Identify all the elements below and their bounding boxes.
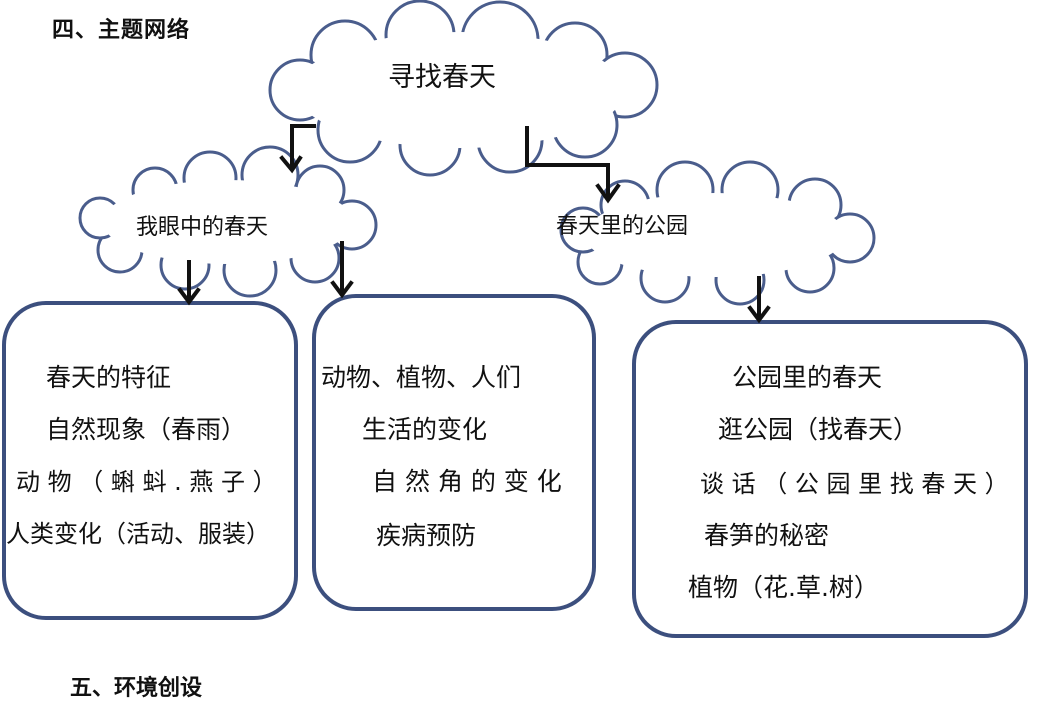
box3-line-1: 公园里的春天 — [732, 363, 883, 392]
box2-line-1: 动物、植物、人们 — [321, 363, 522, 392]
box3-line-3: 谈 话 （ 公 园 里 找 春 天 ） — [700, 470, 1009, 498]
section-heading: 四、主题网络 — [52, 18, 191, 43]
arrowhead-box3 — [747, 305, 771, 324]
box3-line-5: 植物（花.草.树） — [688, 573, 879, 602]
box2-line-2: 生活的变化 — [362, 415, 488, 444]
box3-line-2: 逛公园（找春天） — [718, 415, 919, 444]
box1-line-2: 自然现象（春雨） — [46, 415, 247, 444]
root-topic-cloud — [268, 0, 659, 177]
box3-line-4: 春笋的秘密 — [704, 521, 830, 550]
box1-line-4: 人类变化（活动、服装） — [6, 520, 270, 548]
branch-title-my-spring: 我眼中的春天 — [136, 215, 269, 240]
topic-box-features — [2, 301, 298, 620]
box1-line-3: 动 物 （ 蝌 蚪 . 燕 子 ） — [16, 468, 277, 496]
box2-line-3: 自 然 角 的 变 化 — [372, 467, 562, 496]
branch-cloud-spring-park — [559, 160, 876, 306]
next-section-heading-fragment: 五、环境创设 — [70, 676, 203, 701]
branch-cloud-my-spring — [78, 145, 378, 298]
connector-root-to-left — [290, 124, 316, 170]
topic-box-park — [632, 320, 1028, 638]
box1-line-1: 春天的特征 — [46, 363, 172, 392]
arrowhead-box2 — [330, 280, 354, 299]
topic-box-life-changes — [312, 294, 596, 611]
topic-web-diagram — [2, 0, 1028, 638]
arrowhead-box1 — [177, 287, 201, 306]
connector-root-to-right — [525, 126, 610, 200]
box2-line-4: 疾病预防 — [376, 521, 477, 550]
root-topic-label: 寻找春天 — [388, 62, 496, 93]
branch-title-spring-park: 春天里的公园 — [556, 214, 689, 239]
arrowhead-root-to-left — [279, 155, 303, 174]
arrowhead-root-to-right — [595, 183, 621, 204]
